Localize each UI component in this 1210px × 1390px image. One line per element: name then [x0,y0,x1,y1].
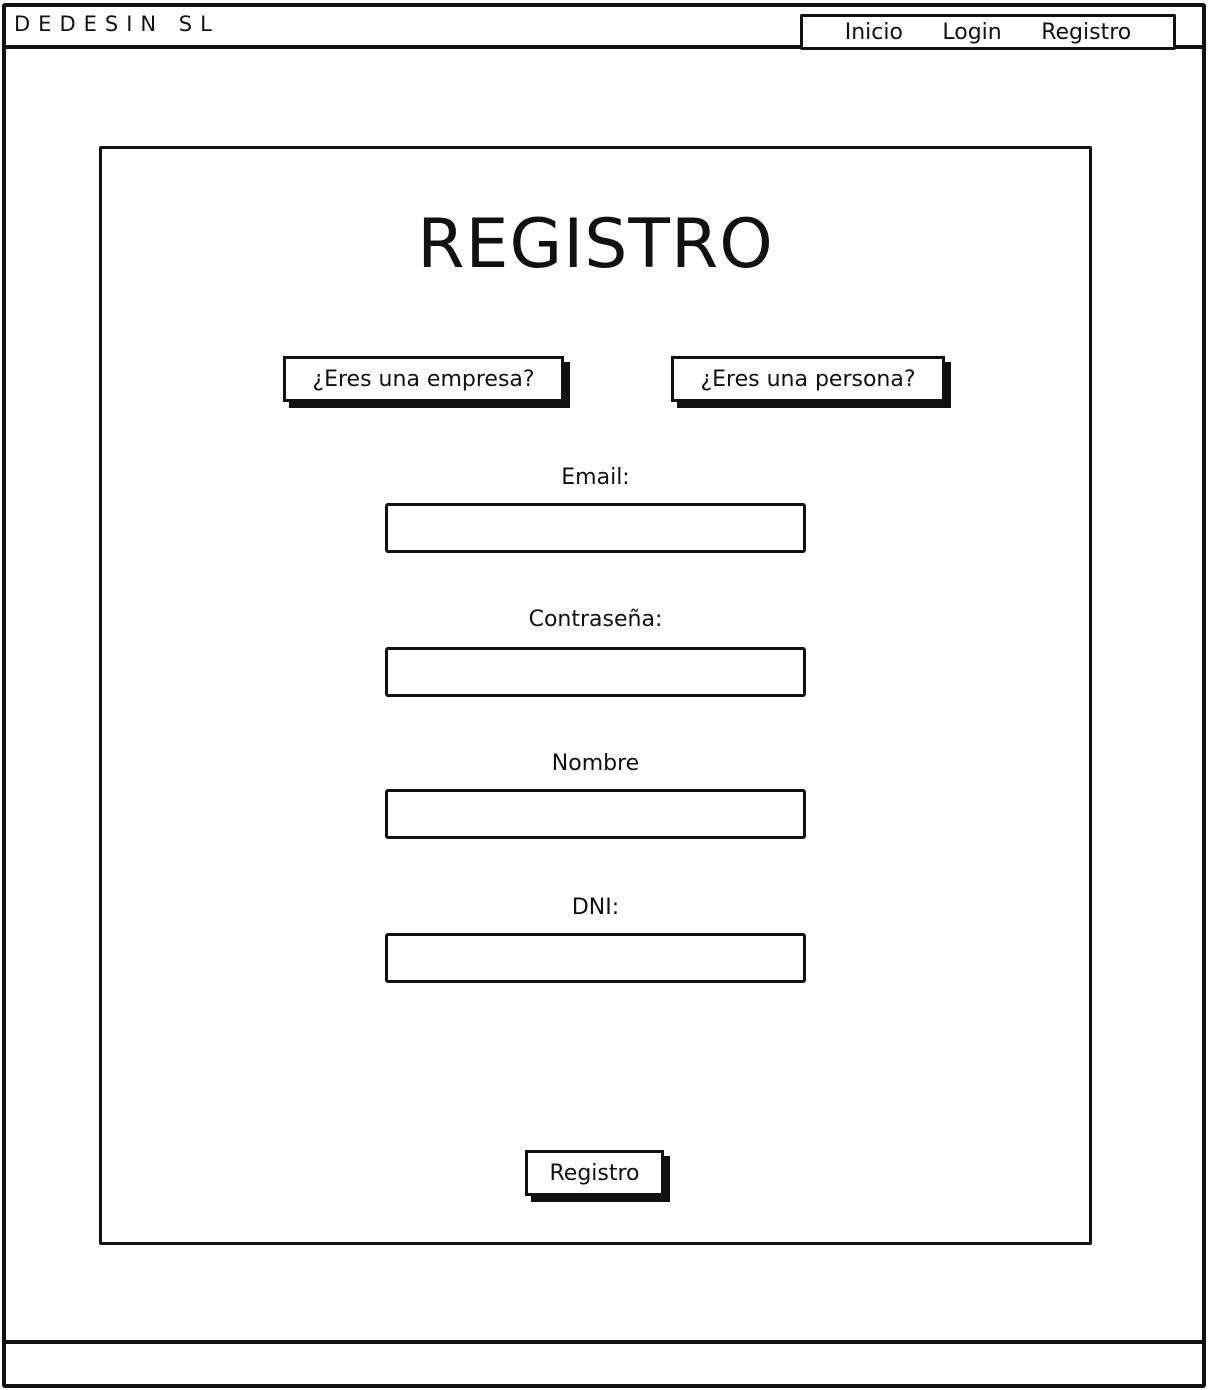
password-field[interactable] [385,647,806,697]
header-divider [4,45,1204,49]
nav-registro[interactable]: Registro [1041,19,1132,45]
email-field[interactable] [385,503,806,553]
name-field[interactable] [385,789,806,839]
name-label: Nombre [551,751,640,776]
page-title: REGISTRO [417,205,774,284]
registration-card [99,146,1092,1245]
password-label: Contraseña: [528,607,663,632]
submit-button[interactable]: Registro [525,1150,664,1196]
footer-divider [4,1340,1204,1344]
dni-label: DNI: [571,895,620,920]
browser-frame [2,3,1206,1388]
nav-inicio[interactable]: Inicio [844,19,903,45]
main-nav: Inicio Login Registro [800,14,1176,50]
person-type-button[interactable]: ¿Eres una persona? [671,356,945,402]
brand-name: DEDESIN SL [14,12,220,36]
company-type-button[interactable]: ¿Eres una empresa? [283,356,564,402]
nav-login[interactable]: Login [942,19,1002,45]
dni-field[interactable] [385,933,806,983]
email-label: Email: [561,465,630,490]
